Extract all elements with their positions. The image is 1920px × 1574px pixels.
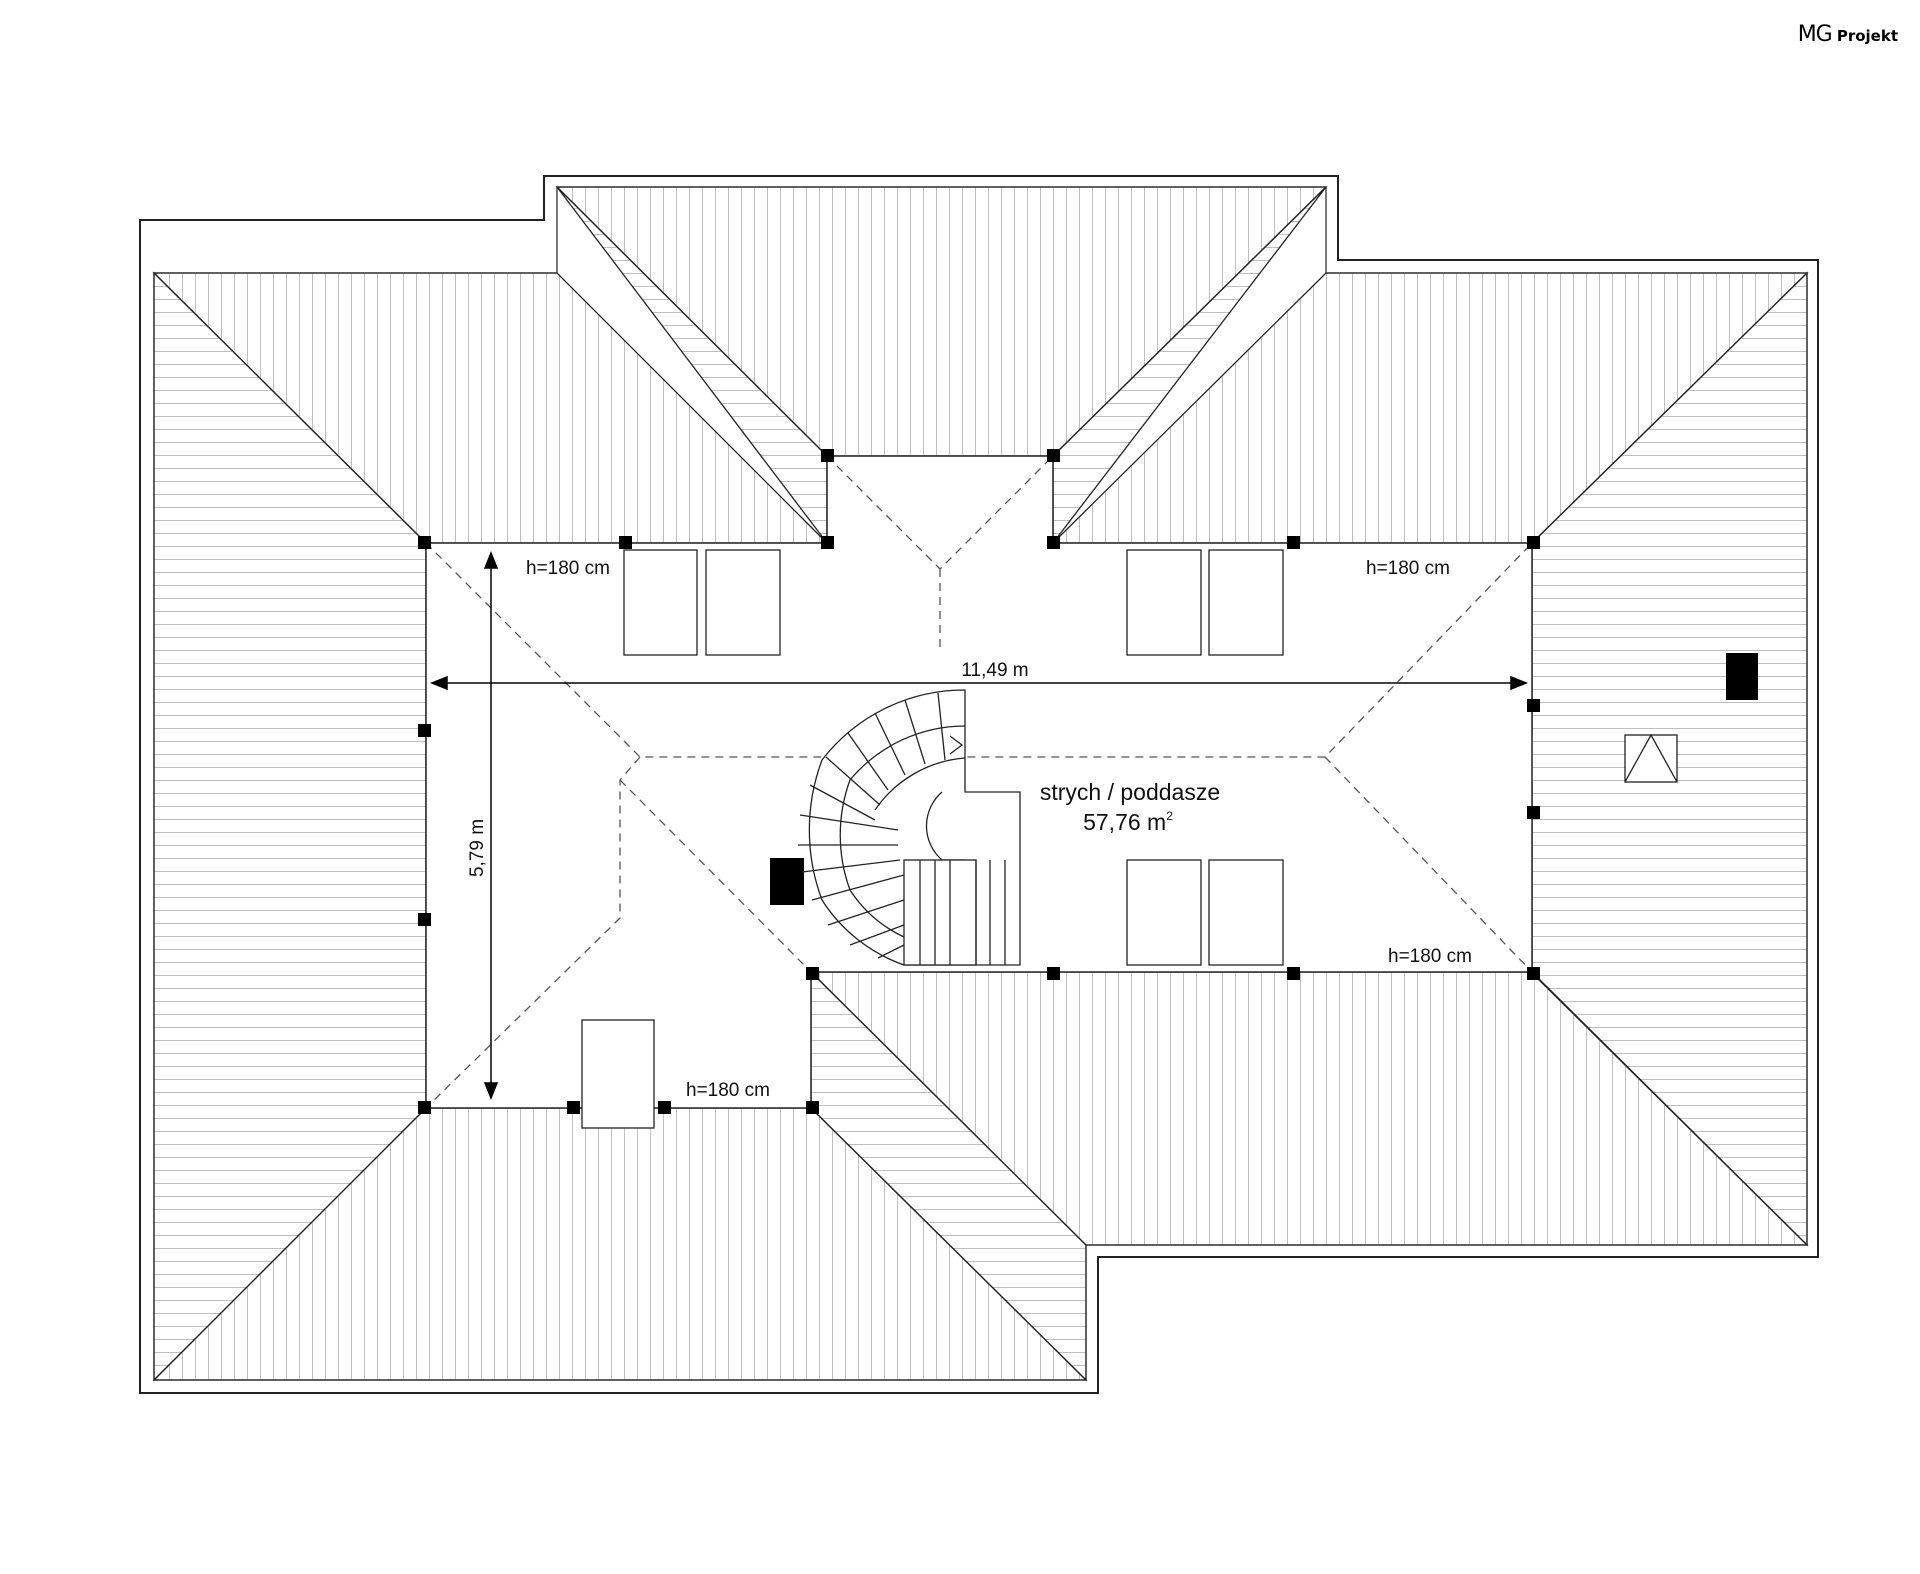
dimension-depth-label: 5,79 m <box>467 819 488 877</box>
roof-windows <box>581 549 1284 1129</box>
height-label-mid-right: h=180 cm <box>1388 946 1472 967</box>
logo-text: Projekt <box>1836 27 1898 45</box>
logo-mark: MG <box>1797 22 1833 47</box>
roof-hatch <box>1624 733 1678 783</box>
window-bottom-left <box>581 1019 655 1129</box>
roof-slopes <box>152 186 1809 1382</box>
height-label-top-right: h=180 cm <box>1366 558 1450 579</box>
room-name: strych / poddasze <box>1040 779 1220 805</box>
window-top-left-1 <box>623 549 698 656</box>
dimension-lines <box>429 550 1529 1101</box>
posts <box>418 449 1540 1114</box>
window-center-1 <box>1126 859 1202 966</box>
room-area-value: 57,76 m <box>1083 809 1166 835</box>
room-area: 57,76 m2 <box>1083 809 1173 835</box>
spiral-staircase <box>798 689 1021 966</box>
height-label-top-left: h=180 cm <box>526 558 610 579</box>
ridge-lines <box>425 455 1533 1109</box>
height-label-bottom-left: h=180 cm <box>686 1080 770 1101</box>
chimney-left <box>770 858 804 905</box>
window-top-right-2 <box>1208 549 1284 656</box>
window-top-right-1 <box>1126 549 1202 656</box>
window-top-left-2 <box>705 549 781 656</box>
window-center-2 <box>1208 859 1284 966</box>
room-area-exponent: 2 <box>1166 809 1173 823</box>
chimney-right <box>1726 653 1758 700</box>
dimension-width-label: 11,49 m <box>961 660 1028 681</box>
brand-logo: MG Projekt <box>1798 22 1898 47</box>
